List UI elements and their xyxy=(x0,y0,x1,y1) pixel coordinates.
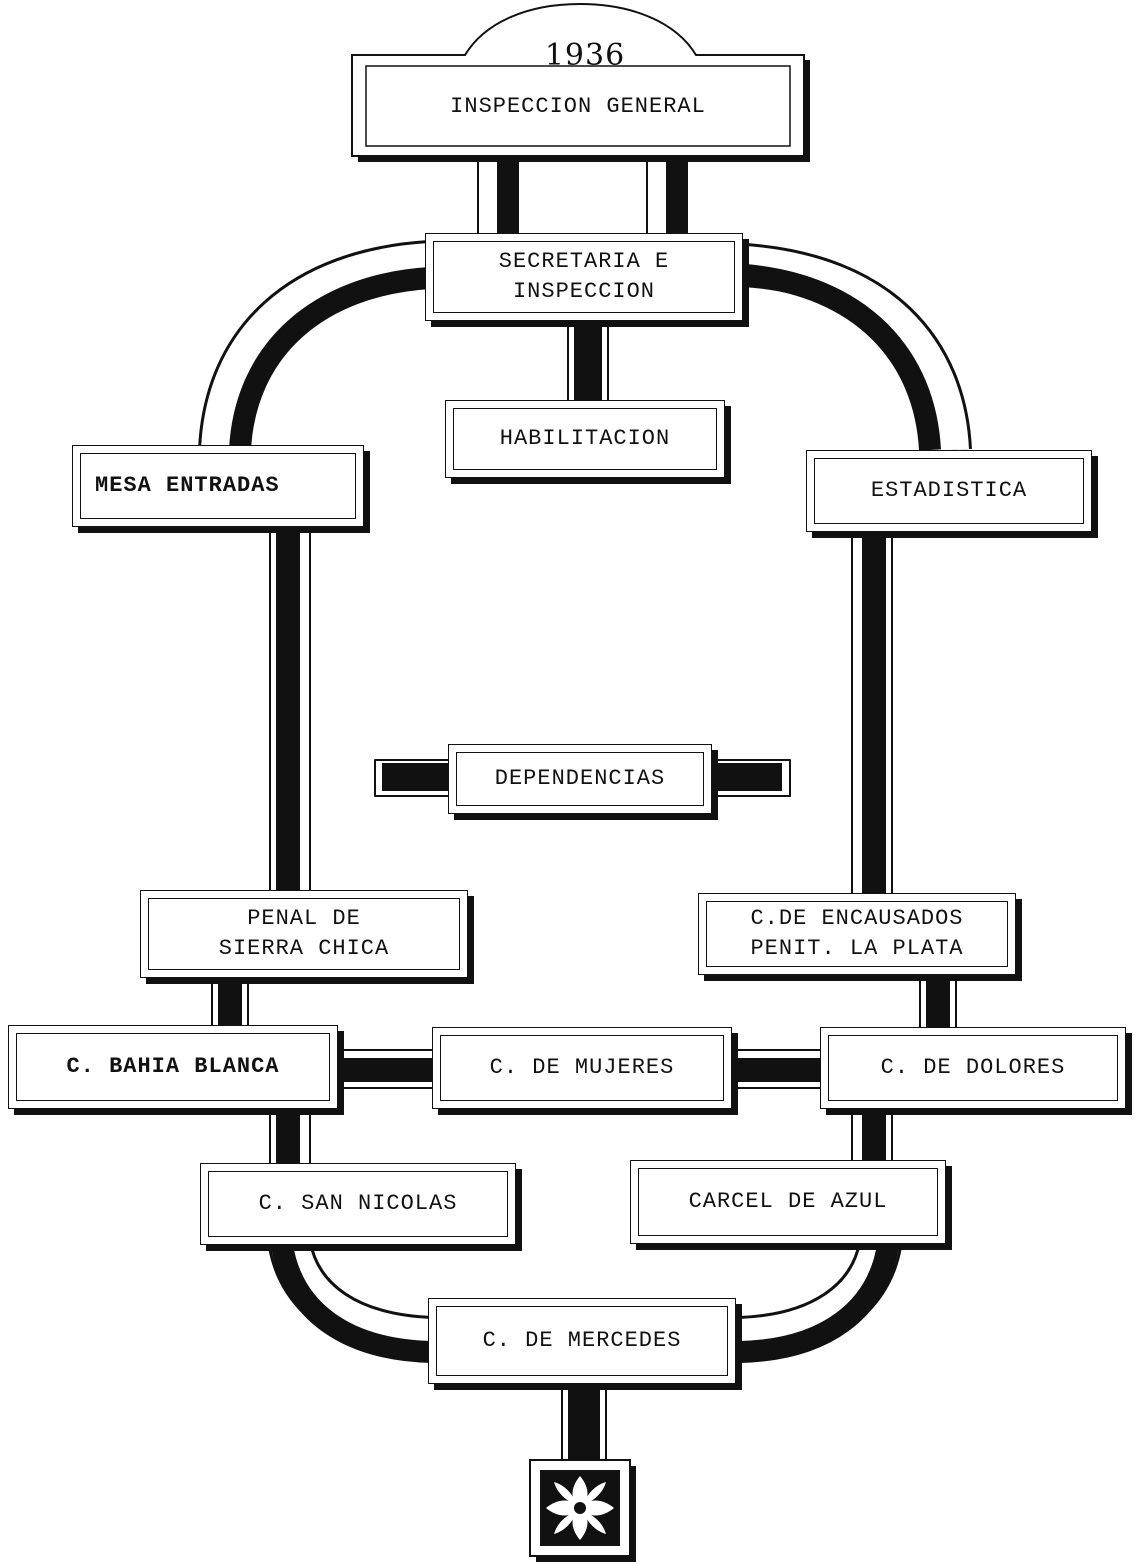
connector-dolores-azul xyxy=(851,1107,893,1167)
node-dependencias-label: DEPENDENCIAS xyxy=(494,766,666,791)
node-c-mujeres-label: C. DE MUJERES xyxy=(489,1055,675,1080)
node-mesa-entradas-label: MESA ENTRADAS xyxy=(95,473,280,498)
node-secretaria: SECRETARIA E INSPECCION xyxy=(425,233,743,321)
node-c-dolores-label: C. DE DOLORES xyxy=(880,1055,1066,1080)
node-estadistica: ESTADISTICA xyxy=(806,450,1092,532)
connector-arc-upper-right xyxy=(743,243,972,452)
header-frame xyxy=(351,2,810,162)
node-carcel-azul: CARCEL DE AZUL xyxy=(630,1160,946,1244)
node-c-dolores: C. DE DOLORES xyxy=(820,1027,1126,1109)
node-habilitacion: HABILITACION xyxy=(445,400,725,478)
connector-arc-lower-right xyxy=(738,1240,902,1363)
connector-top-left xyxy=(477,159,519,239)
node-c-bahia-blanca: C. BAHIA BLANCA xyxy=(8,1025,338,1109)
node-c-mujeres: C. DE MUJERES xyxy=(432,1027,732,1109)
node-carcel-azul-label: CARCEL DE AZUL xyxy=(688,1189,888,1214)
node-c-mercedes-label: C. DE MERCEDES xyxy=(482,1328,682,1353)
connector-rail-left xyxy=(269,527,311,899)
connector-encausados-dolores xyxy=(919,977,957,1031)
node-c-san-nicolas-label: C. SAN NICOLAS xyxy=(258,1191,458,1216)
node-mesa-entradas: MESA ENTRADAS xyxy=(72,445,364,527)
header-title: INSPECCION GENERAL xyxy=(450,94,706,119)
node-habilitacion-label: HABILITACION xyxy=(499,426,671,451)
connector-arc-upper-left xyxy=(198,240,432,452)
connector-mercedes-emblem xyxy=(561,1381,607,1465)
node-penal-sierra-chica-label: PENAL DE SIERRA CHICA xyxy=(218,906,390,961)
connector-penal-bahia xyxy=(211,977,249,1031)
connector-habilitacion xyxy=(567,319,609,403)
node-dependencias: DEPENDENCIAS xyxy=(448,744,712,814)
connector-bahia-sannicolas xyxy=(269,1107,311,1167)
node-secretaria-label: SECRETARIA E INSPECCION xyxy=(498,249,670,304)
node-c-bahia-blanca-label: C. BAHIA BLANCA xyxy=(66,1054,280,1079)
connector-top-right xyxy=(646,159,688,239)
node-c-san-nicolas: C. SAN NICOLAS xyxy=(200,1163,516,1245)
node-estadistica-label: ESTADISTICA xyxy=(870,478,1028,503)
node-c-encausados-label: C.DE ENCAUSADOS PENIT. LA PLATA xyxy=(750,906,964,961)
flower-icon xyxy=(529,1459,636,1562)
node-c-encausados: C.DE ENCAUSADOS PENIT. LA PLATA xyxy=(698,893,1016,975)
node-c-mercedes: C. DE MERCEDES xyxy=(428,1298,736,1384)
connector-arc-lower-left xyxy=(268,1240,434,1363)
connector-rail-right xyxy=(851,527,893,899)
header-year: 1936 xyxy=(544,38,626,73)
node-penal-sierra-chica: PENAL DE SIERRA CHICA xyxy=(140,890,468,978)
